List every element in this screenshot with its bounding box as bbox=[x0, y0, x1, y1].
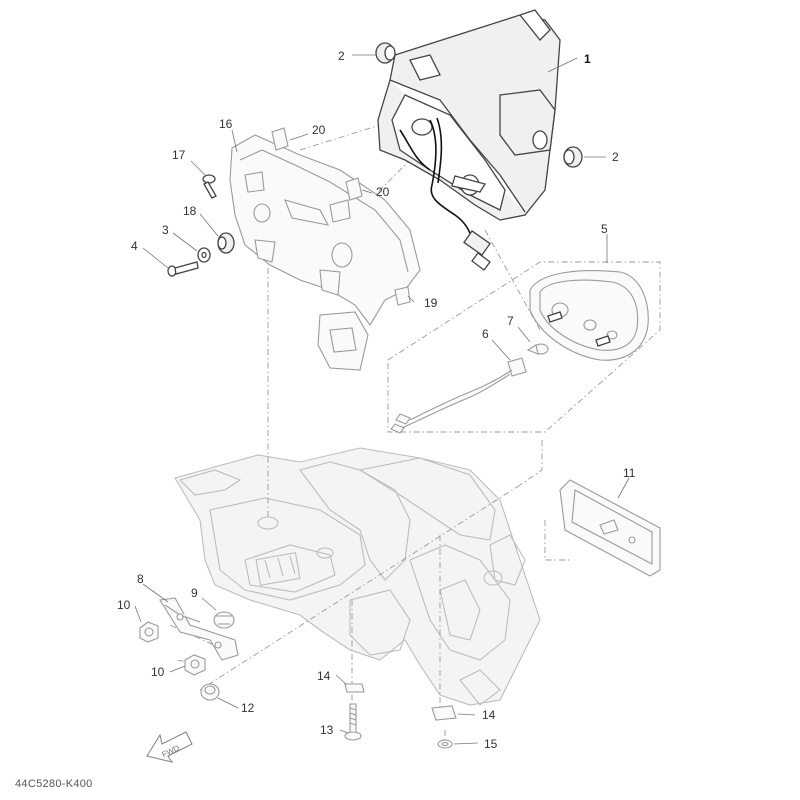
assembly-lines bbox=[169, 124, 570, 745]
callout-2-top: 2 bbox=[338, 49, 345, 63]
callout-19: 19 bbox=[424, 296, 438, 310]
screw-part-13 bbox=[344, 703, 362, 741]
washer-part-15 bbox=[437, 739, 453, 749]
callout-20-a: 20 bbox=[312, 123, 326, 137]
bulb-part-7 bbox=[526, 343, 549, 355]
nut-part-10-b bbox=[184, 654, 206, 676]
screw-part-17 bbox=[202, 174, 217, 199]
callout-2-right: 2 bbox=[612, 150, 619, 164]
clip-part-14-b bbox=[431, 705, 457, 721]
callout-6: 6 bbox=[482, 327, 489, 341]
speed-nut-part-20-a bbox=[271, 127, 289, 151]
callout-13: 13 bbox=[320, 723, 334, 737]
grommet-part-2-top bbox=[375, 42, 396, 64]
speed-nut-part-20-b bbox=[345, 177, 363, 201]
mounting-bracket-part-16 bbox=[229, 134, 421, 371]
callout-labels: 1 2 2 3 4 5 6 7 8 9 10 10 11 12 13 14 14… bbox=[117, 49, 636, 751]
clip-nut-part-9 bbox=[213, 611, 235, 629]
tail-light-group-box bbox=[387, 261, 661, 433]
bolt-part-4 bbox=[167, 261, 199, 277]
diagram-code: 44C5280-K400 bbox=[15, 778, 93, 790]
callout-10-a: 10 bbox=[117, 598, 131, 612]
callout-10-b: 10 bbox=[151, 665, 165, 679]
callout-7: 7 bbox=[507, 314, 514, 328]
grommet-part-2-right bbox=[563, 146, 583, 168]
leader-lines bbox=[134, 54, 630, 745]
grommet-part-18 bbox=[217, 232, 235, 254]
fwd-arrow-icon: FWD bbox=[146, 731, 193, 763]
grommet-part-12 bbox=[200, 683, 220, 701]
callout-18: 18 bbox=[183, 204, 197, 218]
callout-12: 12 bbox=[241, 701, 255, 715]
nut-part-10-a bbox=[139, 621, 159, 643]
callout-9: 9 bbox=[191, 586, 198, 600]
callout-14-b: 14 bbox=[482, 708, 496, 722]
callout-1: 1 bbox=[584, 52, 591, 66]
bracket-housing-part-1 bbox=[377, 9, 561, 271]
callout-11: 11 bbox=[623, 466, 636, 480]
callout-8: 8 bbox=[137, 572, 144, 586]
callout-20-b: 20 bbox=[376, 185, 390, 199]
plate-part-8 bbox=[159, 597, 239, 661]
callout-5: 5 bbox=[601, 222, 608, 236]
callout-14-a: 14 bbox=[317, 669, 331, 683]
clip-part-14-a bbox=[344, 683, 365, 693]
callout-16: 16 bbox=[219, 117, 233, 131]
tail-light-lens-part-5 bbox=[529, 270, 649, 361]
reflector-part-11 bbox=[559, 479, 661, 577]
callout-15: 15 bbox=[484, 737, 498, 751]
washer-part-3 bbox=[197, 247, 211, 263]
callout-4: 4 bbox=[131, 239, 138, 253]
callout-17: 17 bbox=[172, 148, 186, 162]
callout-3: 3 bbox=[162, 223, 169, 237]
rear-frame-ghost bbox=[174, 447, 541, 706]
socket-cord-part-6 bbox=[390, 357, 527, 434]
speed-nut-part-19 bbox=[394, 286, 411, 306]
